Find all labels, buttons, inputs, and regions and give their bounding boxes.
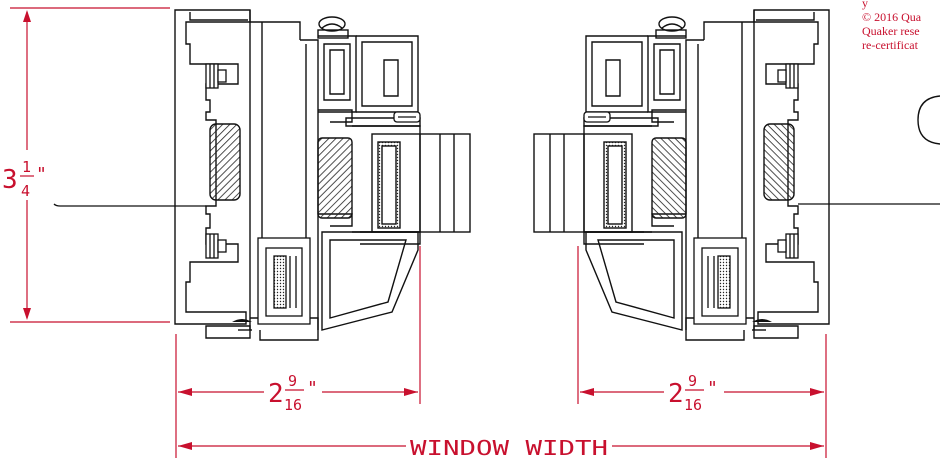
left-frame-numerator: 9 [288,372,297,390]
right-frame-label: 2 9 16 " [668,372,718,414]
left-frame-label: 2 9 16 " [268,372,318,414]
left-frame-section [53,9,471,341]
right-thermal-break-inner [651,137,687,219]
right-frame-whole: 2 [668,379,684,409]
height-denominator: 4 [21,182,30,200]
right-frame-unit: " [707,378,718,399]
right-glazing-clip [583,111,611,123]
right-top-weatherstrip [655,16,687,39]
height-label: 3 1 4 " [2,158,47,200]
detail-callout-circle [917,95,940,145]
left-frame-unit: " [307,378,318,399]
left-thermal-break-outer [209,123,241,201]
left-wall-line [53,203,206,207]
right-frame-denominator: 16 [684,396,702,414]
window-width-label: WINDOW WIDTH [410,436,608,460]
left-fastener-bottom [205,233,227,259]
left-lower-weatherstrip [257,237,311,325]
height-unit: " [36,164,47,185]
right-fastener-bottom [777,233,799,259]
copyright-line-1: © 2016 Qua [862,10,922,24]
left-frame-denominator: 16 [284,396,302,414]
left-frame-whole: 2 [268,379,284,409]
right-frame-section [533,9,940,341]
right-lower-weatherstrip [693,237,747,325]
copyright-line-2: Quaker rese [862,24,920,38]
copyright-notice: y © 2016 Qua Quaker rese re-certificat [862,0,921,52]
left-bottom-seal [232,319,252,322]
left-thermal-break-inner [317,137,353,219]
height-whole: 3 [2,165,18,195]
left-top-weatherstrip [317,16,349,39]
right-insulated-glass [533,133,633,233]
left-insulated-glass [371,133,471,233]
right-frame-dimension [577,246,827,404]
height-numerator: 1 [22,158,31,176]
right-frame-numerator: 9 [688,372,697,390]
copyright-line-0: y [862,0,868,10]
left-frame-dimension [175,246,421,404]
right-bottom-seal [752,319,772,322]
right-thermal-break-outer [763,123,795,201]
right-fastener-top [777,63,799,89]
copyright-line-3: re-certificat [862,38,918,52]
height-dimension [10,7,170,323]
window-width-dimension [175,404,827,458]
left-glazing-clip [393,111,421,123]
left-fastener-top [205,63,227,89]
